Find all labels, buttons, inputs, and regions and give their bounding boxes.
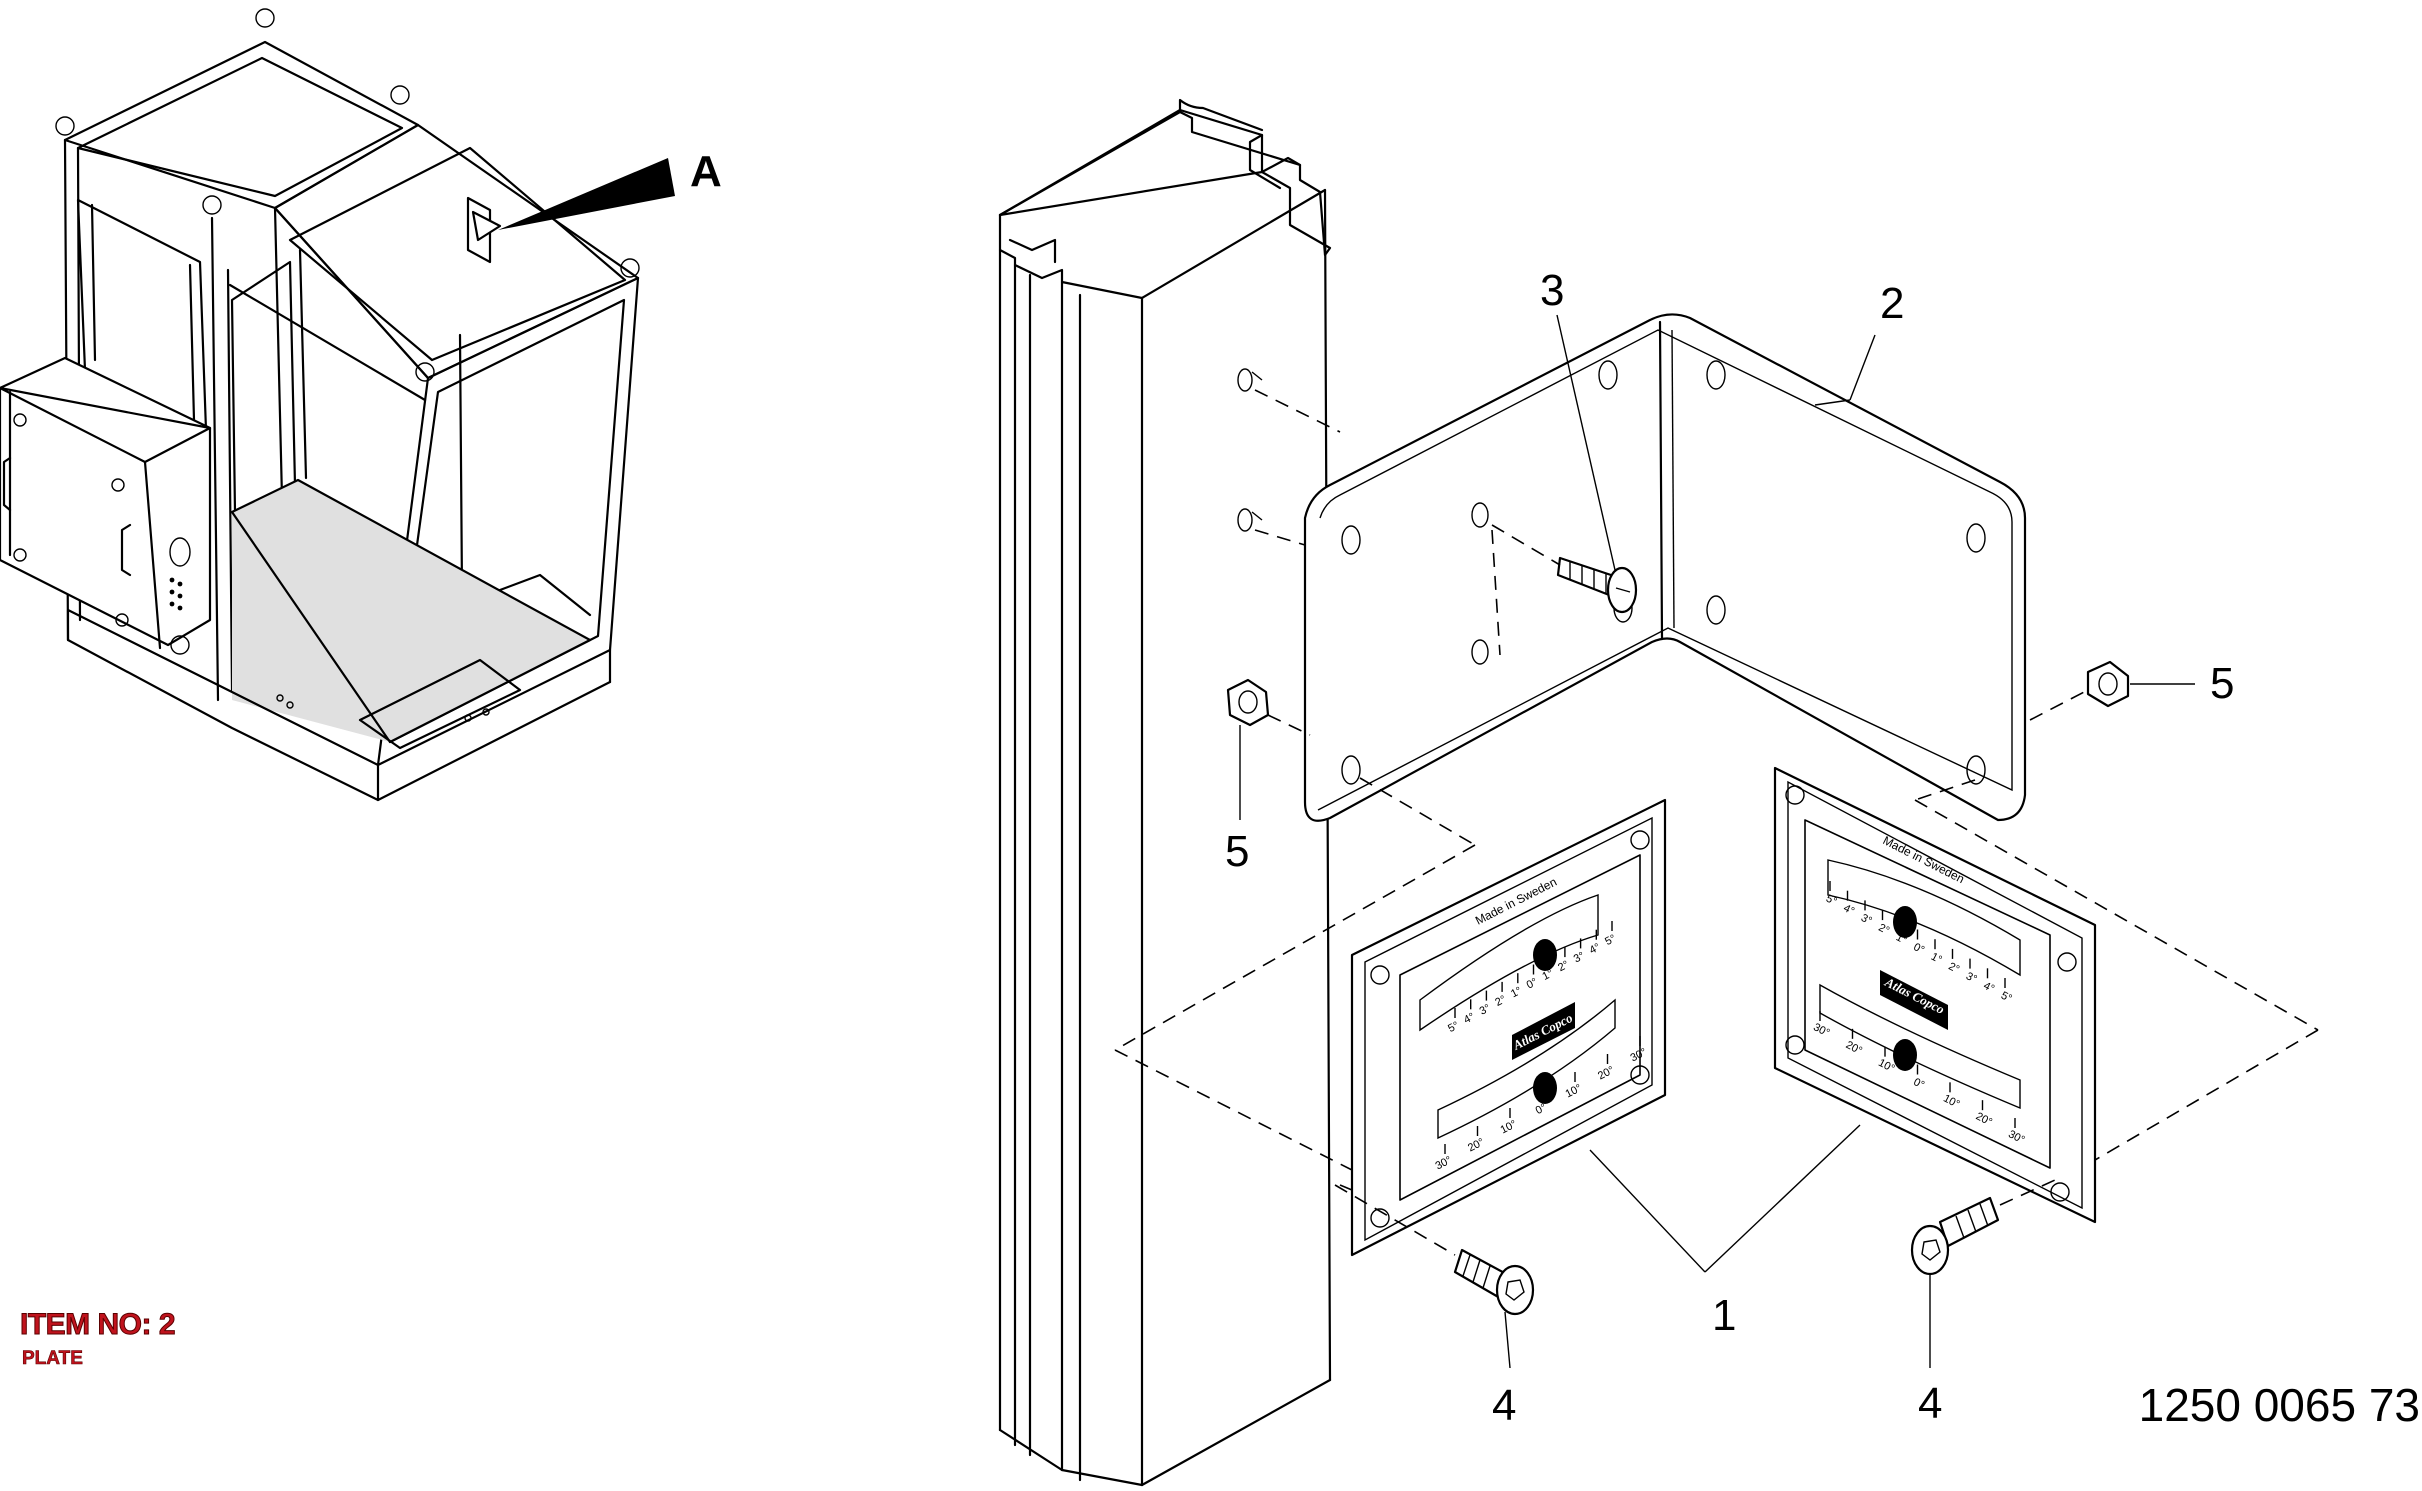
callout-1: 1 <box>1712 1291 1736 1340</box>
fine-scale-left-label: 4° <box>1588 941 1603 956</box>
fine-scale-left-label: 3° <box>1478 1002 1493 1017</box>
fine-scale-right-label: 3° <box>1859 912 1874 927</box>
coarse-scale-right-label: 0° <box>1911 1076 1926 1091</box>
fine-scale-left-label: 0° <box>1525 976 1540 991</box>
hex-nut-left <box>1226 678 1270 727</box>
fine-scale-left-label: 5° <box>1446 1020 1461 1035</box>
coarse-scale-left-label: 0° <box>1534 1102 1549 1117</box>
callout-4-right: 4 <box>1918 1379 1942 1428</box>
callout-5-right: 5 <box>2210 659 2234 708</box>
fine-scale-right-label: 1° <box>1894 931 1909 946</box>
callout-4-left: 4 <box>1492 1381 1516 1430</box>
item-number-label: ITEM NO: 2 <box>19 1308 176 1342</box>
cage-overview <box>0 8 640 802</box>
view-a-pointer <box>498 158 675 230</box>
socket-screw-left <box>1453 1248 1535 1316</box>
view-a-label: A <box>690 147 722 196</box>
fine-scale-right-label: 2° <box>1946 960 1961 975</box>
fine-scale-left-label: 2° <box>1493 993 1508 1008</box>
callout-2: 2 <box>1880 279 1904 328</box>
inclinometer-left: Atlas Copco Made in Sweden 5°4°3°2°1°0°1… <box>1350 798 1667 1257</box>
fine-scale-right-label: 4° <box>1841 902 1856 917</box>
mast-column <box>998 98 1332 1487</box>
hex-nut-right <box>2086 660 2130 708</box>
drawing-number: 1250 0065 73 <box>2138 1379 2420 1431</box>
angle-plate <box>1303 313 2027 822</box>
inclinometer-right: Atlas Copco Made in Sweden 5°4°3°2°1°0°1… <box>1773 766 2097 1224</box>
callout-3: 3 <box>1540 266 1564 315</box>
fine-scale-right-label: 5° <box>1824 893 1839 908</box>
fine-scale-right-label: 5° <box>1999 990 2014 1005</box>
fine-scale-left-label: 3° <box>1572 950 1587 965</box>
countersunk-screw <box>1556 556 1638 614</box>
item-name-label: PLATE <box>22 1348 83 1370</box>
fine-scale-left-label: 1° <box>1540 967 1555 982</box>
socket-screw-right <box>1910 1196 2000 1276</box>
fine-scale-left-label: 1° <box>1509 985 1524 1000</box>
callout-5-left: 5 <box>1225 827 1249 876</box>
fine-scale-right-label: 2° <box>1876 922 1891 937</box>
fine-scale-left-label: 5° <box>1603 933 1618 948</box>
assembly-lines <box>1114 389 2319 1256</box>
leader-lines <box>1239 314 2195 1369</box>
fine-scale-left-label: 2° <box>1556 959 1571 974</box>
fine-scale-right-label: 3° <box>1964 970 1979 985</box>
fine-scale-left-label: 4° <box>1462 1011 1477 1026</box>
fine-scale-right-label: 4° <box>1981 980 1996 995</box>
fine-scale-right-label: 1° <box>1929 951 1944 966</box>
fine-scale-right-label: 0° <box>1911 941 1926 956</box>
